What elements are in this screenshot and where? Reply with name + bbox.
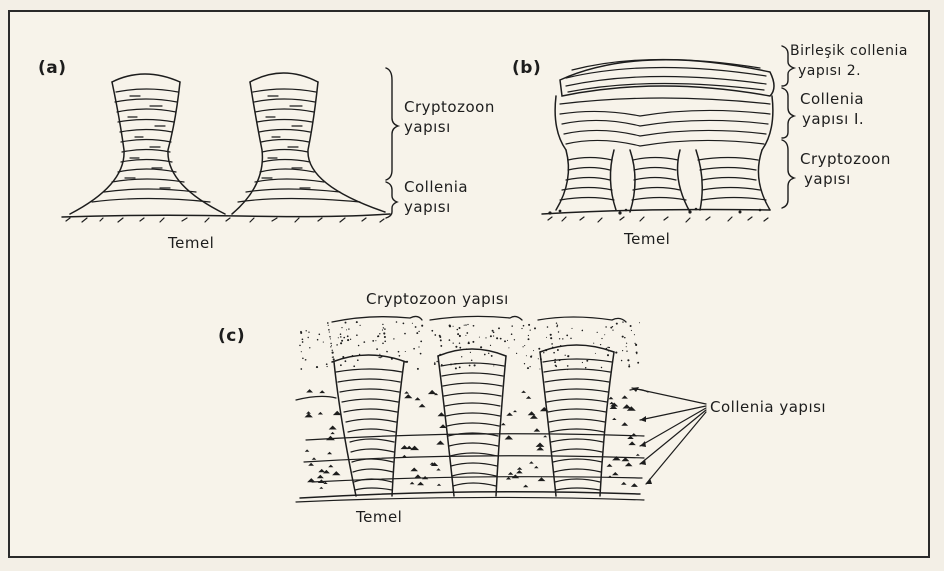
panel-b-base-label: Temel (624, 232, 670, 247)
panel-a-label: (a) (38, 60, 67, 77)
panel-a-cryptozoon-label-2: yapısı (404, 120, 451, 135)
panel-b-cryptozoon-label-2: yapısı (804, 172, 851, 187)
panel-c-base-label: Temel (356, 510, 402, 525)
panel-b-collenia-label-2: yapısı I. (802, 112, 864, 127)
panel-c-collenia-label: Collenia yapısı (710, 400, 826, 415)
panel-a-collenia-label-2: yapısı (404, 200, 451, 215)
panel-b-collenia-label: Collenia (800, 92, 864, 107)
panel-c-cryptozoon-label: Cryptozoon yapısı (366, 292, 509, 307)
panel-b-label: (b) (512, 60, 541, 77)
panel-a-columns (62, 68, 398, 222)
panel-b-cryptozoon-label: Cryptozoon (800, 152, 891, 167)
panel-c-label: (c) (218, 328, 245, 345)
panel-b-columns (542, 46, 794, 222)
panel-a-cryptozoon-label: Cryptozoon (404, 100, 495, 115)
panel-b-birlesik-label: Birleşik collenia (790, 44, 908, 58)
panel-b-birlesik-label-2: yapısı 2. (798, 64, 861, 78)
panel-a-collenia-label: Collenia (404, 180, 468, 195)
panel-c-columns (296, 316, 706, 502)
panel-a-base-label: Temel (168, 236, 214, 251)
